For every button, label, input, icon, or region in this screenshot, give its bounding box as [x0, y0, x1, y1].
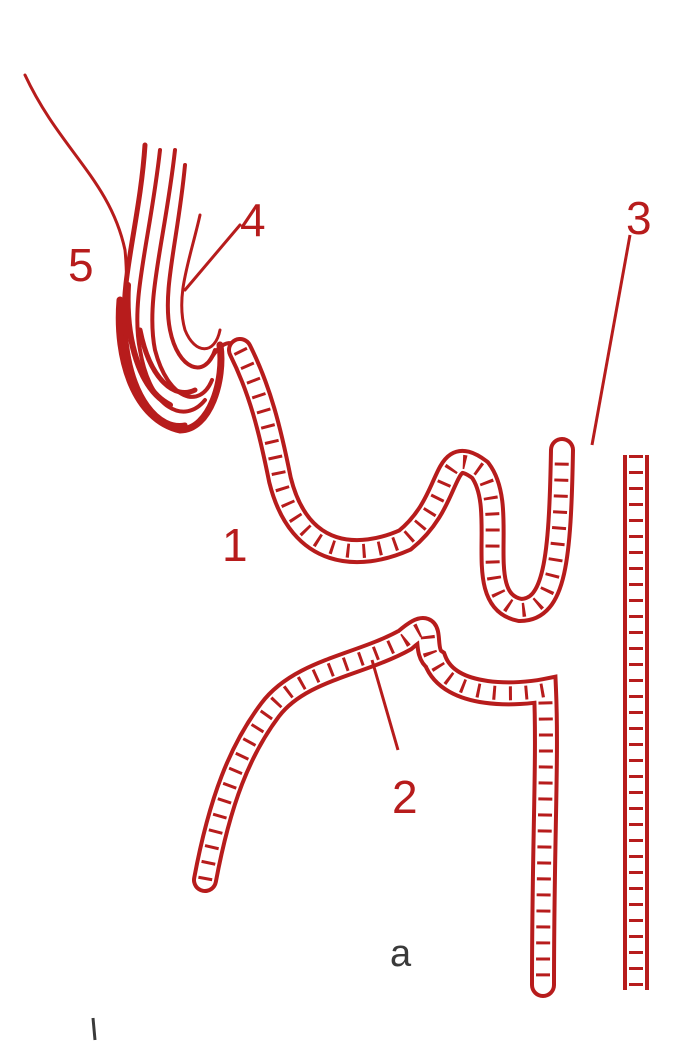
label-2: 2 [392, 774, 418, 820]
afferent-arteriole [25, 75, 130, 380]
label-5: 5 [68, 242, 94, 288]
glomerulus [25, 75, 248, 430]
tubule-1 [240, 350, 562, 610]
label-4: 4 [240, 197, 266, 243]
label-3: 3 [626, 195, 652, 241]
leader-4 [185, 225, 240, 290]
leader-3 [592, 235, 630, 445]
label-a: a [390, 935, 411, 973]
collecting-duct-3 [592, 235, 636, 990]
leader-2 [372, 660, 398, 750]
tubule-2 [205, 629, 546, 985]
bottom-mark [93, 1018, 95, 1040]
label-1: 1 [222, 522, 248, 568]
